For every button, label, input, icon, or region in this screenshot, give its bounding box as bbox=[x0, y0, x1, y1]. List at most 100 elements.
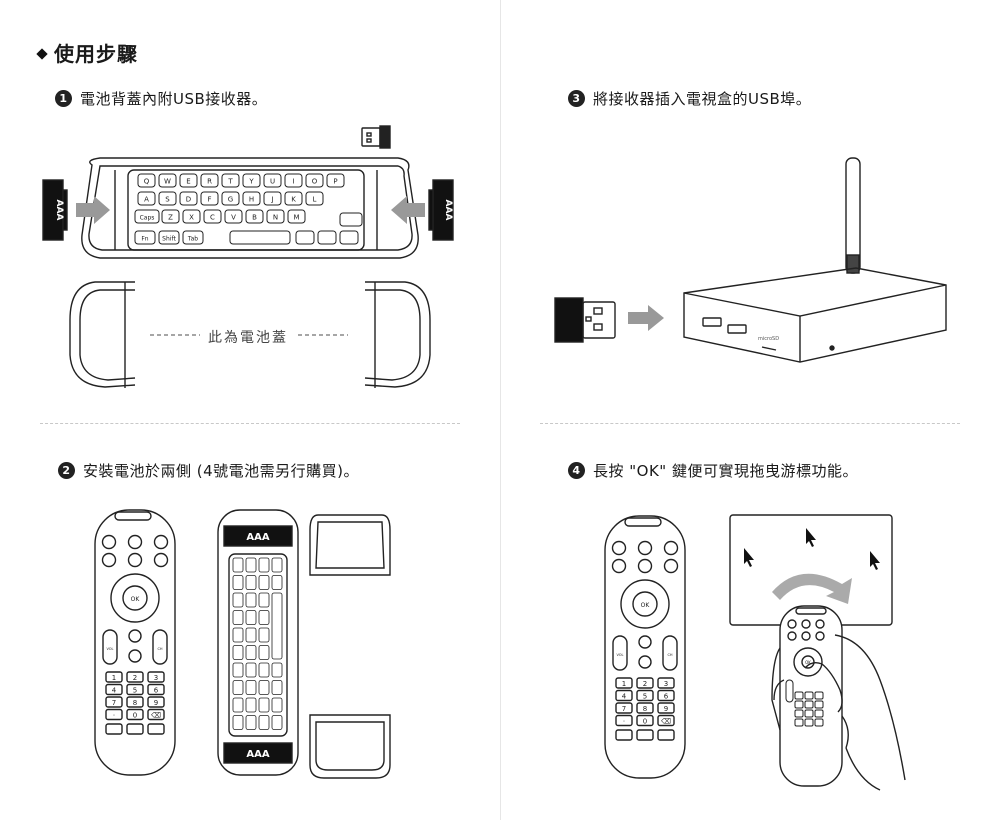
keyboard-key bbox=[258, 610, 270, 625]
svg-text:N: N bbox=[273, 214, 278, 222]
battery-label: AAA bbox=[54, 200, 64, 221]
keyboard-key: L bbox=[305, 191, 324, 206]
keyboard-key bbox=[258, 715, 270, 730]
keyboard-key bbox=[245, 575, 257, 590]
remote-button bbox=[127, 552, 143, 568]
keyboard-key: Z bbox=[161, 209, 180, 224]
keyboard-key bbox=[271, 680, 283, 695]
keyboard-key: C bbox=[203, 209, 222, 224]
keyboard-key: V bbox=[224, 209, 243, 224]
space-key bbox=[229, 230, 291, 245]
numpad-key: 2 bbox=[636, 677, 654, 689]
remote-button bbox=[153, 534, 169, 550]
battery-label: AAA bbox=[246, 749, 269, 760]
numpad-key: 2 bbox=[126, 671, 144, 683]
arrow-icon bbox=[76, 196, 425, 224]
keyboard-key bbox=[245, 662, 257, 678]
svg-text:P: P bbox=[333, 178, 337, 186]
step-4: 4 長按 "OK" 鍵便可實現拖曳游標功能。 bbox=[568, 460, 858, 481]
remote-button bbox=[611, 558, 627, 574]
keyboard-key bbox=[245, 680, 257, 695]
numpad-key: 3 bbox=[657, 677, 675, 689]
battery-right: AAA bbox=[428, 179, 454, 241]
step-text: 電池背蓋內附USB接收器。 bbox=[80, 90, 268, 108]
vertical-divider bbox=[500, 0, 501, 820]
keyboard-key bbox=[258, 697, 270, 713]
svg-text:5: 5 bbox=[643, 693, 647, 701]
numpad-key bbox=[814, 718, 824, 727]
svg-text:O: O bbox=[312, 178, 318, 186]
numpad-key bbox=[794, 709, 804, 718]
keyboard-key: N bbox=[266, 209, 285, 224]
ok-label: OK bbox=[131, 596, 141, 603]
remote-button bbox=[663, 558, 679, 574]
keyboard-key: D bbox=[179, 191, 198, 206]
vol-label: VOL bbox=[106, 647, 113, 651]
keyboard-key: P bbox=[326, 173, 345, 188]
svg-text:3: 3 bbox=[154, 674, 158, 682]
svg-text:Y: Y bbox=[248, 178, 254, 186]
hand-icon bbox=[771, 634, 906, 791]
numpad-key: 1 bbox=[105, 671, 123, 683]
svg-text:C: C bbox=[210, 214, 215, 222]
keyboard-key bbox=[245, 645, 257, 660]
keyboard-key bbox=[271, 575, 283, 590]
remote-button bbox=[611, 540, 627, 556]
keyboard-key: B bbox=[245, 209, 264, 224]
back-button bbox=[638, 655, 652, 669]
remote-button bbox=[101, 534, 117, 550]
svg-text:2: 2 bbox=[133, 674, 137, 682]
numpad-key bbox=[814, 709, 824, 718]
svg-text:E: E bbox=[186, 178, 190, 186]
keyboard-key: Q bbox=[137, 173, 156, 188]
keyboard-key bbox=[232, 627, 244, 643]
ok-label: OK bbox=[641, 602, 651, 609]
svg-text:0: 0 bbox=[133, 712, 137, 720]
battery-cover-side bbox=[309, 514, 391, 779]
arrow-key bbox=[295, 230, 315, 245]
media-key bbox=[636, 729, 654, 741]
keyboard-key bbox=[245, 557, 257, 573]
svg-text:·: · bbox=[113, 712, 115, 720]
svg-text:9: 9 bbox=[154, 699, 158, 707]
keyboard-key: A bbox=[137, 191, 156, 206]
ch-rocker bbox=[152, 629, 168, 665]
keyboard-key bbox=[258, 575, 270, 590]
battery-cover-label: 此為電池蓋 bbox=[204, 327, 292, 347]
keyboard-key bbox=[232, 575, 244, 590]
keyboard-key bbox=[232, 645, 244, 660]
numpad-key bbox=[814, 700, 824, 709]
numpad-key: ⌫ bbox=[657, 714, 675, 727]
keyboard-key bbox=[245, 627, 257, 643]
numpad-key: 9 bbox=[147, 696, 165, 708]
keyboard-key: Tab bbox=[182, 230, 204, 245]
keyboard-key: H bbox=[242, 191, 261, 206]
keyboard-key: K bbox=[284, 191, 303, 206]
svg-text:Caps: Caps bbox=[140, 215, 155, 222]
dashed-separator-left bbox=[40, 423, 460, 424]
battery-label: AAA bbox=[246, 532, 269, 543]
numpad-key bbox=[794, 718, 804, 727]
keyboard-key bbox=[258, 662, 270, 678]
usb-receiver-small-icon bbox=[361, 125, 391, 149]
numpad-key bbox=[794, 700, 804, 709]
svg-text:8: 8 bbox=[133, 699, 137, 707]
keyboard-key: O bbox=[305, 173, 324, 188]
svg-text:S: S bbox=[165, 196, 170, 204]
enter-key bbox=[339, 212, 363, 227]
keyboard-key bbox=[258, 592, 270, 608]
numpad-key: 5 bbox=[126, 683, 144, 696]
section-title: 使用步驟 bbox=[36, 38, 138, 67]
space-key bbox=[271, 592, 283, 660]
keyboard-key bbox=[232, 680, 244, 695]
svg-text:B: B bbox=[252, 214, 257, 222]
keyboard-key bbox=[258, 680, 270, 695]
media-key bbox=[657, 729, 675, 741]
keyboard-key: Y bbox=[242, 173, 261, 188]
ok-button bbox=[122, 585, 148, 611]
svg-text:⌫: ⌫ bbox=[151, 712, 161, 720]
remote-button bbox=[637, 540, 653, 556]
